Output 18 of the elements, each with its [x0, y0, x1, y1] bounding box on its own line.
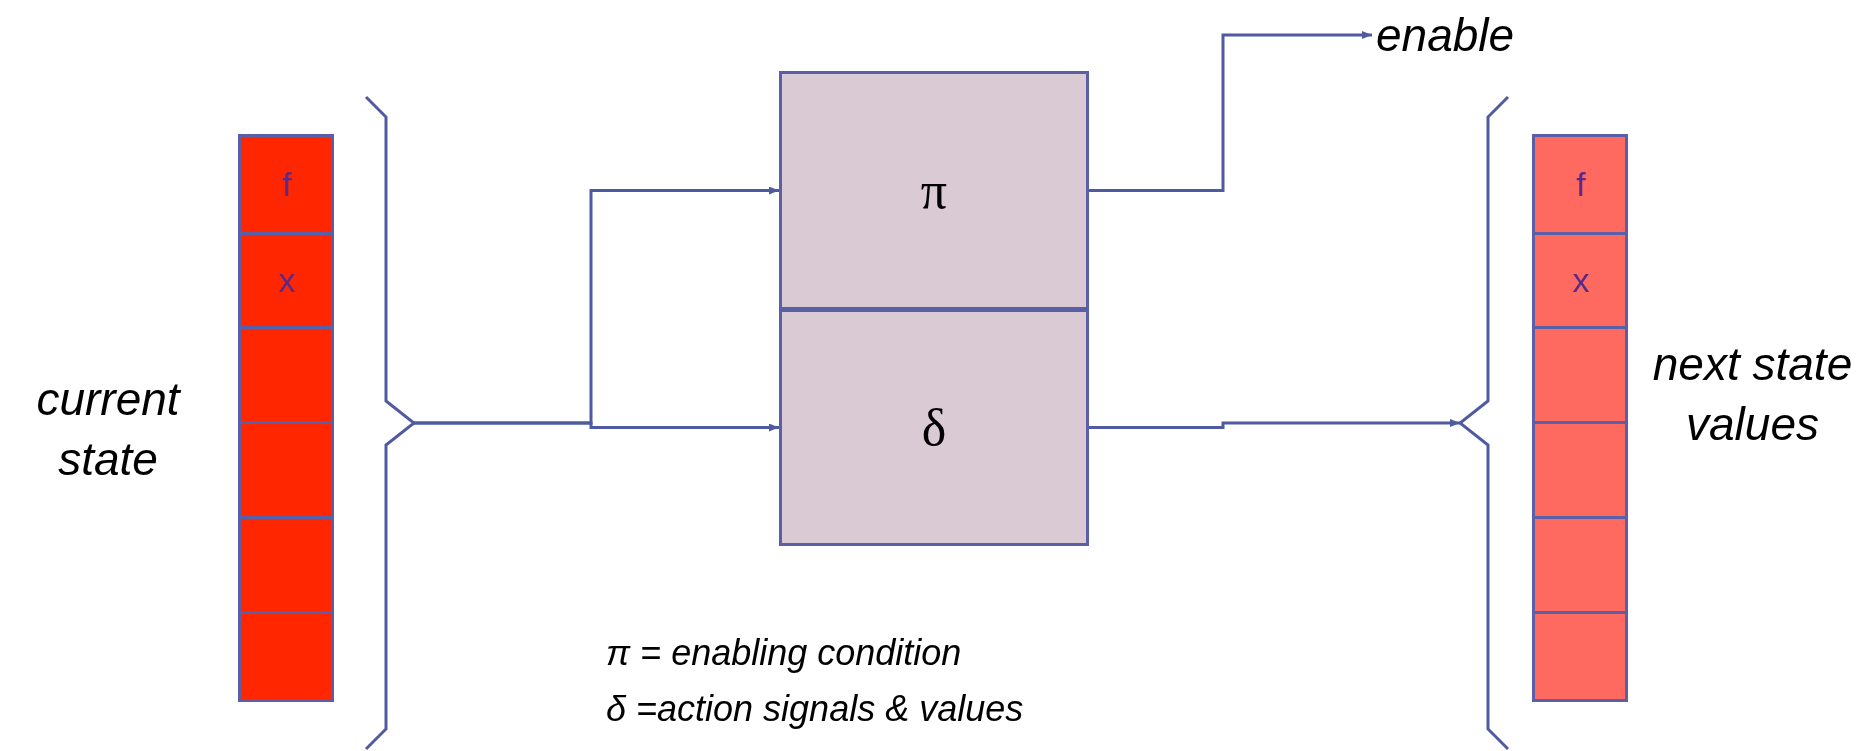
arrow [1089, 31, 1372, 192]
register-box [1532, 134, 1628, 702]
function-box: π [779, 71, 1089, 310]
register-cell: f [1535, 137, 1627, 232]
register-caption: current state [35, 372, 182, 487]
register-cell: f [241, 137, 333, 232]
register-cell: x [241, 231, 333, 327]
arrow [414, 421, 779, 432]
legend-note: π = enabling condition [606, 632, 962, 674]
arrow [1089, 419, 1460, 429]
register-caption: next state values [1651, 337, 1854, 452]
brace-symbol [1458, 95, 1510, 751]
brace-symbol [364, 95, 416, 751]
function-box: δ [779, 309, 1089, 546]
output-label: enable [1376, 8, 1576, 62]
register-box [238, 134, 334, 702]
register-cell: x [1535, 231, 1627, 327]
legend-note: δ =action signals & values [606, 688, 1024, 730]
